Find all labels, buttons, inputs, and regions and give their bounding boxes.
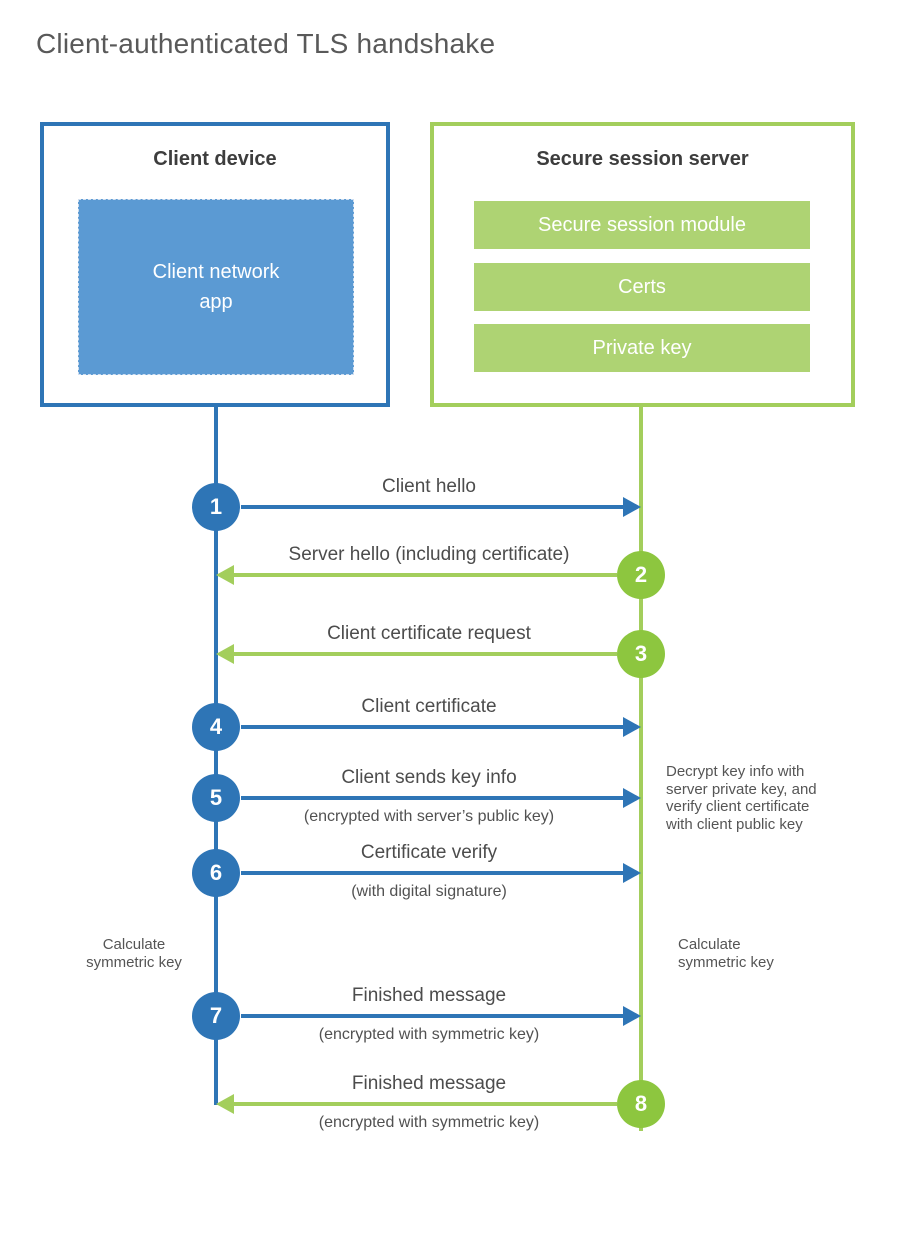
secure-session-server-box: Secure session server Secure session mod… xyxy=(430,122,855,407)
message-label: Client hello xyxy=(382,476,476,497)
client-network-app-box: Client network app xyxy=(78,199,354,375)
message-arrow-head xyxy=(216,1094,234,1114)
message-arrow-line xyxy=(241,725,623,729)
client-device-title: Client device xyxy=(153,148,277,170)
message-arrow-head xyxy=(623,497,641,517)
handshake-step-8: 8 Finished message (encrypted with symmetr… xyxy=(0,1073,900,1131)
message-label: Certificate verify xyxy=(360,842,498,863)
message-label: Client sends key info xyxy=(341,767,517,788)
calculate-symmetric-key-note-server: Calculate symmetric key xyxy=(678,936,774,971)
message-label: Finished message xyxy=(351,985,507,1006)
step-number-badge: 2 xyxy=(617,551,665,599)
server-module-secure-session-module: Secure session module xyxy=(474,201,810,249)
handshake-step-7: 7 Finished message (encrypted with symmetr… xyxy=(0,985,900,1043)
handshake-step-4: 4 Client certificate xyxy=(0,696,900,751)
message-arrow-line xyxy=(234,573,617,577)
handshake-step-3: 3 Client certificate request xyxy=(0,623,900,678)
message-arrow-line xyxy=(241,796,623,800)
handshake-step-1: 1 Client hello xyxy=(0,476,900,531)
message-arrow-line xyxy=(234,1102,617,1106)
message-arrow-head xyxy=(623,717,641,737)
step-number-badge: 1 xyxy=(192,483,240,531)
message-sublabel: (encrypted with symmetric key) xyxy=(318,1026,540,1043)
message-arrow-line xyxy=(241,1014,623,1018)
message-sublabel: (encrypted with server’s public key) xyxy=(303,808,555,825)
message-sublabel: (encrypted with symmetric key) xyxy=(318,1114,540,1131)
decrypt-key-info-note: Decrypt key info with server private key… xyxy=(666,763,817,833)
client-lifeline xyxy=(214,405,218,1105)
server-module-private-key: Private key xyxy=(474,324,810,372)
client-network-app-label: Client network app xyxy=(152,261,280,313)
step-number-badge: 8 xyxy=(617,1080,665,1128)
handshake-step-5: 5 Client sends key info (encrypted with se… xyxy=(0,767,900,825)
handshake-step-6: 6 Certificate verify (with digital signatu… xyxy=(0,842,900,900)
step-number-badge: 6 xyxy=(192,849,240,897)
step-number-badge: 5 xyxy=(192,774,240,822)
message-arrow-line xyxy=(241,505,623,509)
message-arrow-head xyxy=(623,863,641,883)
message-label: Server hello (including certificate) xyxy=(288,544,570,565)
message-label: Client certificate request xyxy=(327,623,531,644)
message-label: Finished message xyxy=(351,1073,507,1094)
step-number-badge: 4 xyxy=(192,703,240,751)
message-arrow-head xyxy=(216,644,234,664)
message-label: Client certificate xyxy=(361,696,497,717)
server-module-certs: Certs xyxy=(474,263,810,311)
client-device-box: Client device Client network app xyxy=(40,122,390,407)
message-arrow-line xyxy=(241,871,623,875)
step-number-badge: 7 xyxy=(192,992,240,1040)
handshake-step-2: 2 Server hello (including certificate) xyxy=(0,544,900,599)
calculate-symmetric-key-note-client: Calculate symmetric key xyxy=(86,936,182,971)
page-title: Client-authenticated TLS handshake xyxy=(36,28,496,59)
message-arrow-head xyxy=(216,565,234,585)
message-arrow-head xyxy=(623,788,641,808)
server-lifeline xyxy=(639,405,643,1131)
message-sublabel: (with digital signature) xyxy=(351,883,507,900)
step-number-badge: 3 xyxy=(617,630,665,678)
message-arrow-line xyxy=(234,652,617,656)
message-arrow-head xyxy=(623,1006,641,1026)
secure-session-server-title: Secure session server xyxy=(536,148,749,170)
